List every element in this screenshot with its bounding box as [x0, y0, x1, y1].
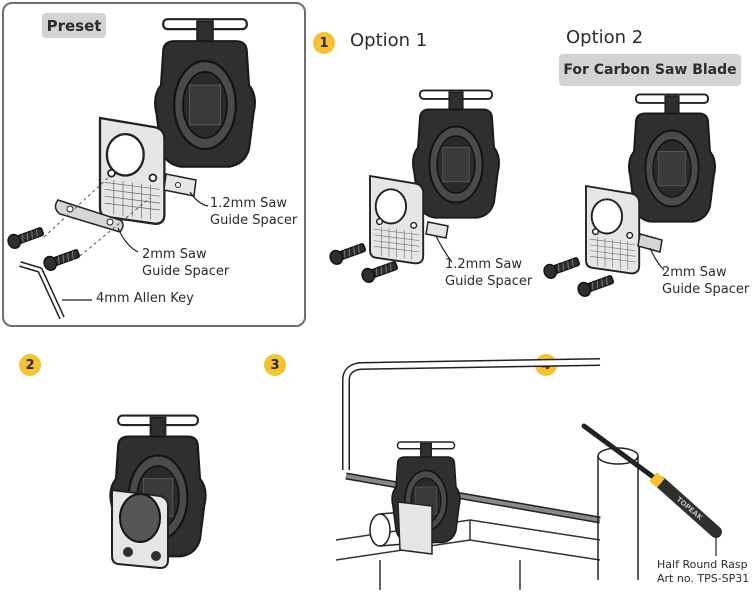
- allen-key-label: 4mm Allen Key: [96, 291, 194, 306]
- step-3-illustration: [335, 358, 601, 590]
- rasp-brand-text: TOPEAK: [675, 495, 705, 522]
- option-1-illustration: [327, 89, 501, 285]
- step-2-badge: 2: [19, 354, 41, 376]
- carbon-blade-tag: For Carbon Saw Blade: [559, 54, 741, 86]
- preset-tool-illustration: [5, 18, 256, 320]
- option-2-illustration: [541, 93, 717, 299]
- preset-panel: [2, 2, 306, 327]
- option-1-title: Option 1: [350, 30, 428, 51]
- step-3-badge: 3: [264, 354, 286, 376]
- step-4-illustration: TOPEAK: [581, 423, 722, 580]
- option-2-title: Option 2: [566, 27, 644, 48]
- step-2-illustration: [109, 414, 207, 570]
- step-1-badge: 1: [313, 32, 335, 54]
- preset-tag: Preset: [42, 13, 106, 38]
